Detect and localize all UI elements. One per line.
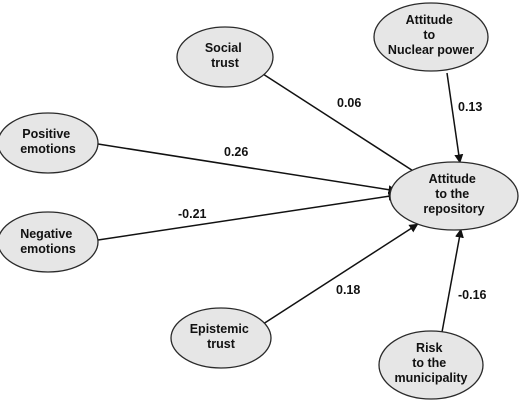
svg-text:Social trust: Social trust [205,41,245,70]
svg-text:Risk to the munici: Risk to the municipality [395,341,468,385]
edge-positive-to-repository [97,143,398,195]
coef-social-repository: 0.06 [337,96,361,110]
svg-text:Negative emotions: Negative emotions [20,227,76,256]
node-attitude-nuclear-power: Attitude to Nuclear power [373,2,489,72]
coefficients: 0.06 0.13 0.26 -0.21 0.18 -0.16 [178,96,487,302]
node-epistemic-trust: Epistemic trust [170,307,272,369]
svg-text:Positive emotions: Positive emotions [20,127,76,156]
node-positive-emotions: Positive emotions [0,112,99,174]
coef-nuclear-repository: 0.13 [458,100,482,114]
edge-negative-to-repository [97,191,398,241]
node-risk-municipality: Risk to the municipality [378,330,484,400]
svg-text:Attitude to Nuclea: Attitude to Nuclear power [388,13,474,57]
edge-epistemic-to-repository [259,223,419,327]
coef-epistemic-repository: 0.18 [336,283,360,297]
coef-risk-repository: -0.16 [458,288,487,302]
edge-risk-to-repository [439,228,464,344]
node-social-trust: Social trust [176,26,274,88]
edge-nuclear-to-repository [446,72,464,164]
edge-social-to-repository [262,73,422,177]
node-negative-emotions: Negative emotions [0,211,99,273]
node-attitude-repository: Attitude to the repository [389,161,519,231]
svg-text:Attitude to the re: Attitude to the repository [423,172,484,216]
svg-text:Epistemic trust: Epistemic trust [190,322,253,351]
coef-positive-repository: 0.26 [224,145,248,159]
coef-negative-repository: -0.21 [178,207,207,221]
edges [97,72,464,344]
